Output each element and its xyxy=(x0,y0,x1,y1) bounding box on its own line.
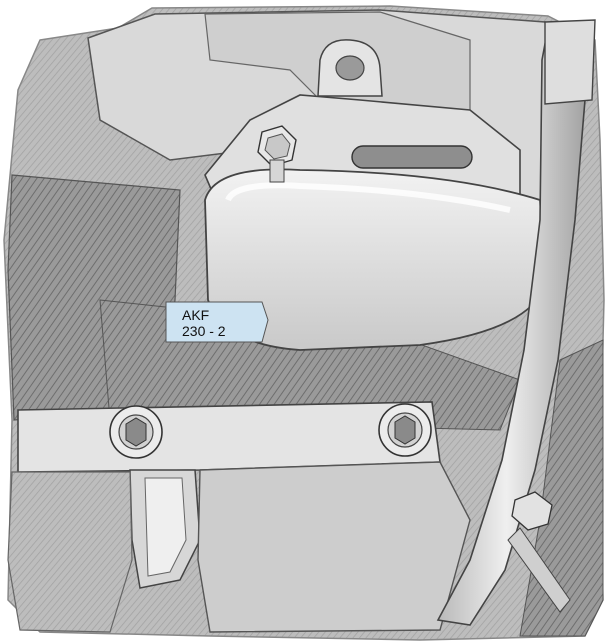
part-callout-label: AKF 230 - 2 xyxy=(166,305,266,343)
callout-code: AKF xyxy=(182,307,210,323)
callout-number: 230 - 2 xyxy=(182,323,226,339)
hex-socket-bolt-icon xyxy=(378,403,432,457)
pulley-highlight xyxy=(225,182,511,213)
hose-clip xyxy=(544,19,596,105)
lower-left-case xyxy=(7,471,133,633)
callout-box xyxy=(165,301,269,343)
lifting-boss-hole xyxy=(335,55,365,81)
hex-bolt-icon xyxy=(507,491,571,613)
bracket-slot xyxy=(351,145,473,169)
hex-bolt-icon xyxy=(257,125,297,183)
support-stay-face xyxy=(144,477,187,577)
support-strap xyxy=(17,401,441,473)
hex-socket-bolt-icon xyxy=(109,405,163,459)
lower-case xyxy=(197,461,471,633)
